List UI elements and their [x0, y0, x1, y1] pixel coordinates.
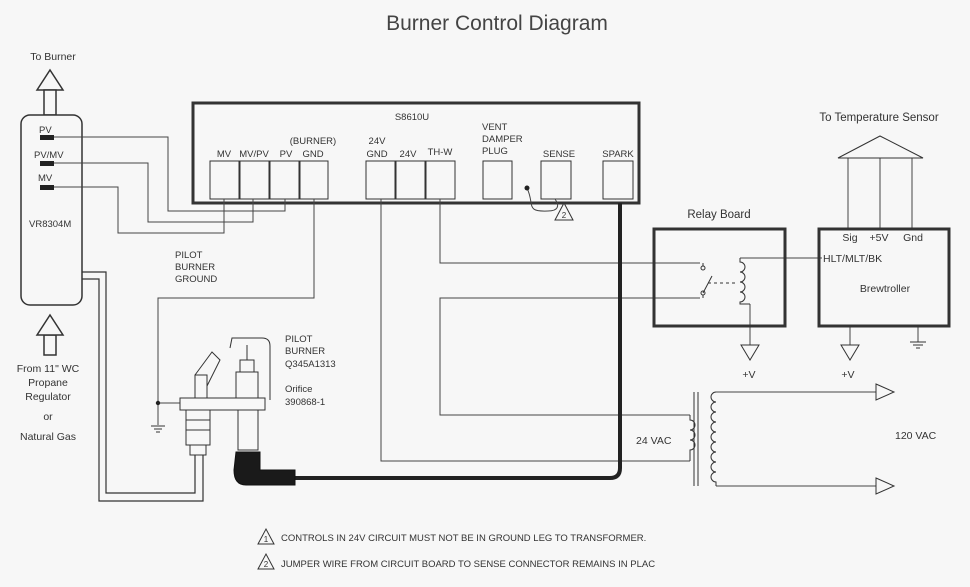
gas-tube-inner	[82, 271, 196, 494]
note-2: 2 JUMPER WIRE FROM CIRCUIT BOARD TO SENS…	[257, 552, 655, 570]
relay-board	[652, 227, 787, 328]
term-24vgnd-label1: 24V	[369, 136, 387, 147]
term-vent-label1: VENT	[482, 122, 508, 133]
term-24v-label: 24V	[400, 149, 418, 160]
relay-plus-v-label: +V	[742, 369, 755, 381]
relay-board-label: Relay Board	[687, 209, 750, 221]
pilot-burner-label1: PILOT	[285, 334, 313, 345]
gas-source-or: or	[43, 411, 53, 423]
gnd-label: Gnd	[903, 232, 923, 244]
ground-junction-dot	[155, 400, 161, 406]
plus5v-label: +5V	[870, 232, 889, 244]
svg-text:2: 2	[562, 211, 567, 220]
term-mv-label: MV	[217, 149, 232, 160]
to-burner-label: To Burner	[30, 51, 76, 63]
term-burner-gnd-label1: (BURNER)	[290, 136, 336, 147]
pilot-burner-assembly	[179, 337, 271, 456]
pilot-burner-label2: BURNER	[285, 346, 325, 357]
term-vent-label3: PLUG	[482, 146, 508, 157]
orifice-label2: 390868-1	[285, 397, 325, 408]
gas-source-line3: Regulator	[25, 391, 71, 403]
transformer	[689, 383, 896, 495]
term-thw-label: TH-W	[428, 147, 453, 158]
hlt-label: HLT/MLT/BK	[823, 253, 882, 265]
valve-pvmv-label: PV/MV	[34, 150, 64, 161]
callout-2: 2	[554, 201, 574, 221]
brewtroller-box	[817, 135, 951, 328]
valve-model-label: VR8304M	[29, 219, 71, 230]
vac120-label: 120 VAC	[895, 430, 937, 442]
spark-boot	[233, 451, 296, 486]
controller-model-label: S8610U	[395, 112, 429, 123]
svg-text:2: 2	[264, 560, 269, 569]
ground-symbol-pilot	[151, 425, 165, 433]
pilot-ground-label2: BURNER	[175, 262, 215, 273]
svg-text:JUMPER WIRE FROM CIRCUIT BOARD: JUMPER WIRE FROM CIRCUIT BOARD TO SENSE …	[281, 559, 655, 570]
pilot-ground-label1: PILOT	[175, 250, 203, 261]
term-spark-label: SPARK	[602, 149, 634, 160]
sense-jumper-dot	[524, 185, 530, 191]
term-sense-label: SENSE	[543, 149, 575, 160]
term-pv-label: PV	[280, 149, 293, 160]
valve-pv-label: PV	[39, 125, 52, 136]
gas-source-line1: From 11" WC	[17, 363, 80, 375]
gas-tube-outer	[82, 278, 204, 502]
orifice-label1: Orifice	[285, 384, 312, 395]
valve-mv-label: MV	[38, 173, 53, 184]
term-burner-gnd-label2: GND	[302, 149, 323, 160]
diagram-title: Burner Control Diagram	[386, 12, 608, 35]
brew-plus-v-symbol	[840, 344, 860, 361]
pilot-ground-label3: GROUND	[175, 274, 217, 285]
pilot-burner-label3: Q345A1313	[285, 359, 336, 370]
gas-valve	[20, 68, 83, 356]
vac24-label: 24 VAC	[636, 435, 672, 447]
term-mvpv-label: MV/PV	[239, 149, 269, 160]
gas-source-line2: Propane	[28, 377, 68, 389]
brewtroller-label: Brewtroller	[860, 283, 911, 295]
gas-source-line4: Natural Gas	[20, 431, 76, 443]
temp-sensor-label: To Temperature Sensor	[819, 112, 938, 124]
relay-plus-v-symbol	[740, 344, 760, 361]
spark-cable	[290, 203, 622, 480]
term-24vgnd-label2: GND	[366, 149, 387, 160]
svg-text:1: 1	[264, 535, 269, 544]
brew-plus-v-label: +V	[841, 369, 854, 381]
ground-symbol-brewtroller	[910, 341, 926, 349]
term-vent-label2: DAMPER	[482, 134, 523, 145]
svg-text:CONTROLS IN 24V CIRCUIT MUST N: CONTROLS IN 24V CIRCUIT MUST NOT BE IN G…	[281, 533, 646, 544]
controller-box	[191, 101, 641, 205]
sig-label: Sig	[842, 232, 857, 244]
note-1: 1 CONTROLS IN 24V CIRCUIT MUST NOT BE IN…	[257, 527, 646, 545]
wires	[54, 136, 919, 487]
